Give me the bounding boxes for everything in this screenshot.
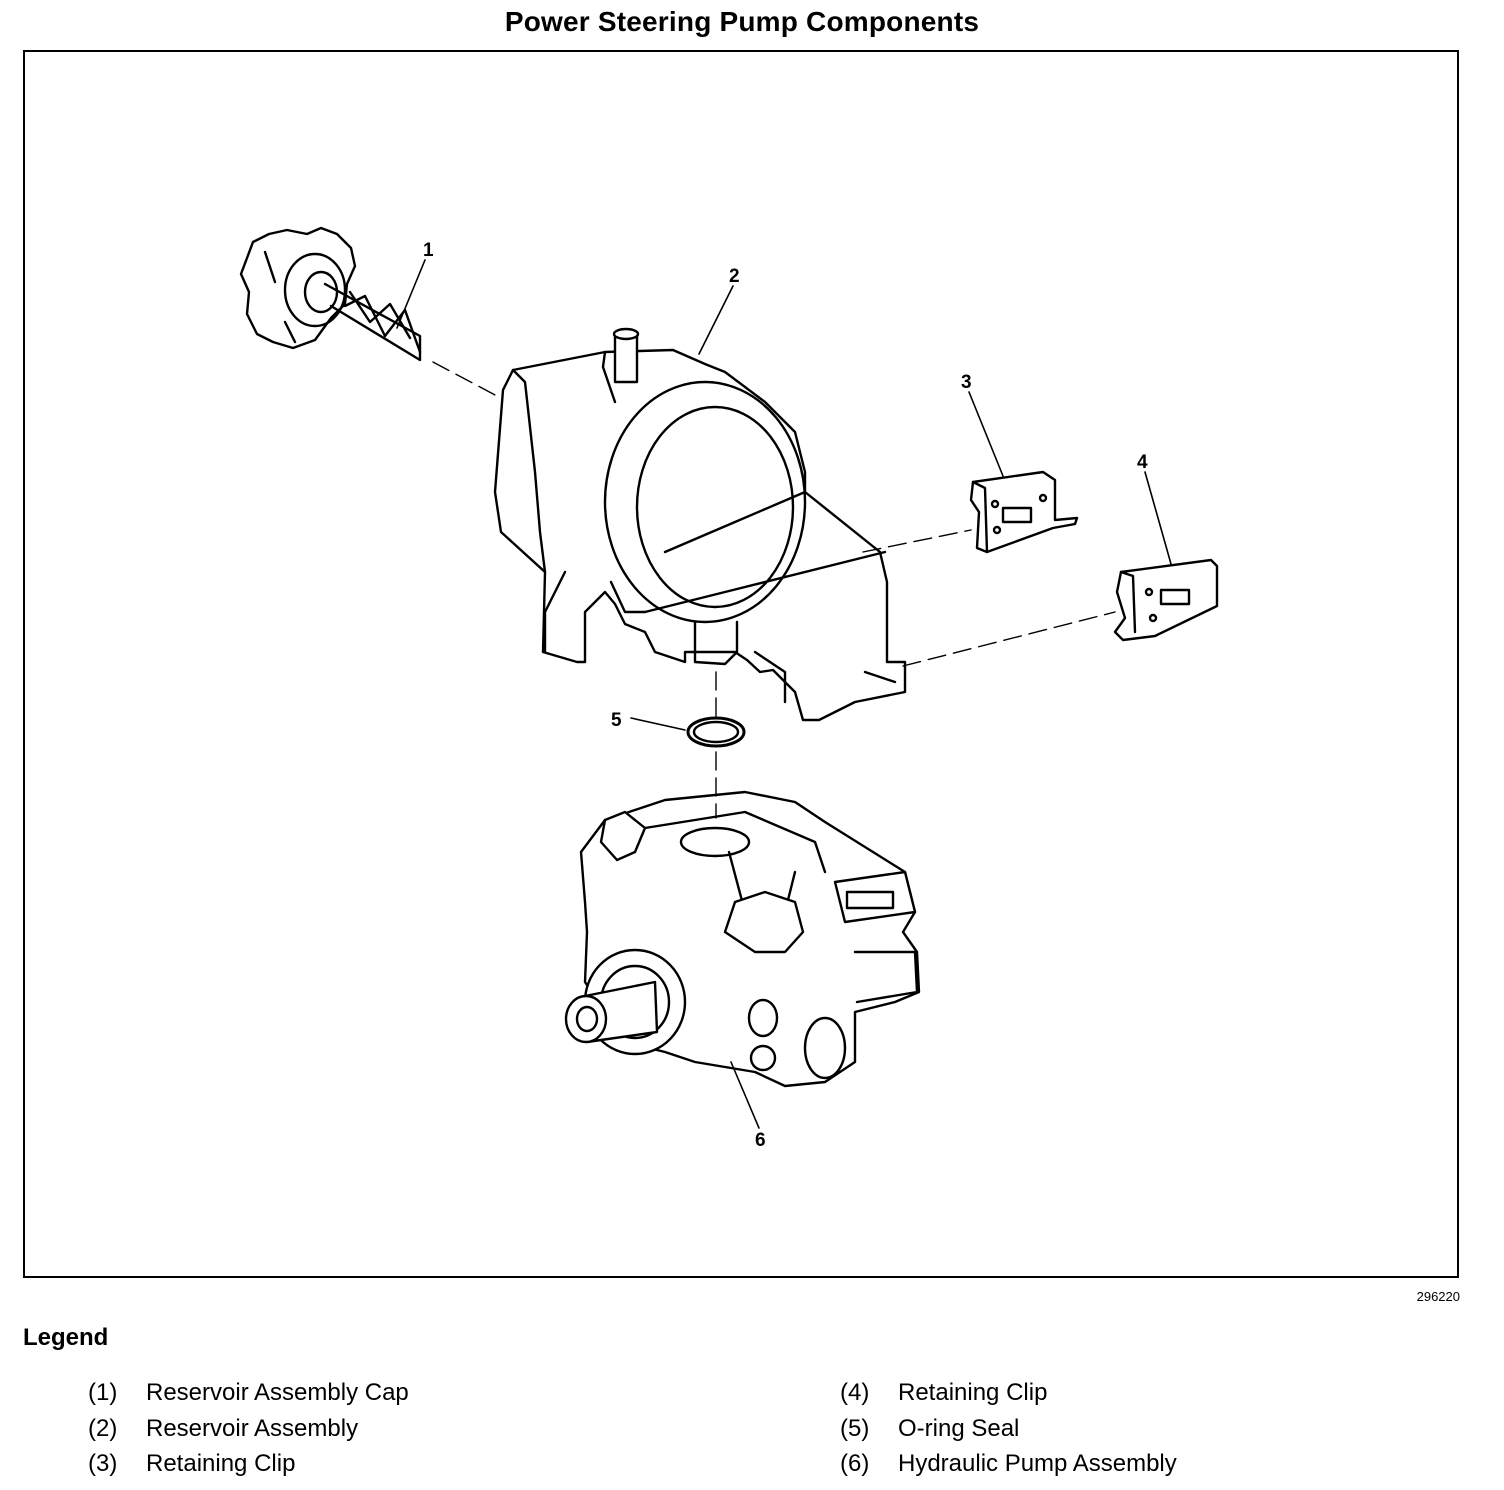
retaining-clip-4-illustration [1113, 558, 1219, 642]
assembly-lines [432, 361, 1116, 819]
legend-item: (3) Retaining Clip [88, 1446, 409, 1482]
legend-item-number: (3) [88, 1450, 118, 1477]
retaining-clip-3-illustration [969, 470, 1079, 554]
callout-1: 1 [423, 240, 434, 261]
callout-2: 2 [729, 266, 740, 287]
legend-item-label: Hydraulic Pump Assembly [898, 1450, 1177, 1477]
legend-item: (5) O-ring Seal [840, 1411, 1177, 1447]
callout-4: 4 [1137, 452, 1148, 473]
legend-column-right: (4) Retaining Clip (5) O-ring Seal (6) H… [840, 1375, 1177, 1482]
legend-item-number: (1) [88, 1379, 118, 1406]
legend-item-number: (2) [88, 1414, 118, 1442]
hydraulic-pump-illustration [564, 790, 921, 1088]
exploded-view-diagram: 1 2 3 4 5 6 [239, 226, 1219, 1151]
legend-item-number: (4) [840, 1379, 870, 1406]
legend-item-label: O-ring Seal [898, 1414, 1020, 1442]
legend-item: (1) Reservoir Assembly Cap [88, 1375, 409, 1411]
legend-item: (2) Reservoir Assembly [88, 1411, 409, 1447]
legend-item-number: (6) [840, 1450, 870, 1477]
legend-item: (6) Hydraulic Pump Assembly [840, 1446, 1177, 1482]
leader-lines [396, 259, 1172, 1129]
legend-item-label: Retaining Clip [146, 1450, 296, 1477]
reservoir-assembly-illustration [493, 327, 907, 722]
reservoir-cap-illustration [239, 226, 422, 362]
o-ring-seal-illustration [686, 716, 746, 748]
legend-column-left: (1) Reservoir Assembly Cap (2) Reservoir… [88, 1375, 409, 1482]
legend-item-label: Retaining Clip [898, 1379, 1048, 1406]
legend-item-label: Reservoir Assembly Cap [146, 1379, 409, 1406]
legend-item-label: Reservoir Assembly [146, 1414, 359, 1442]
illustration-frame: 1 2 3 4 5 6 [23, 50, 1459, 1278]
page-title: Power Steering Pump Components [504, 6, 980, 37]
callout-5: 5 [611, 710, 622, 731]
legend-item-number: (5) [840, 1414, 870, 1442]
legend-heading: Legend [23, 1324, 109, 1351]
figure-number: 296220 [1416, 1289, 1460, 1304]
callout-3: 3 [961, 372, 972, 393]
callout-6: 6 [755, 1130, 766, 1151]
legend-item: (4) Retaining Clip [840, 1375, 1177, 1411]
